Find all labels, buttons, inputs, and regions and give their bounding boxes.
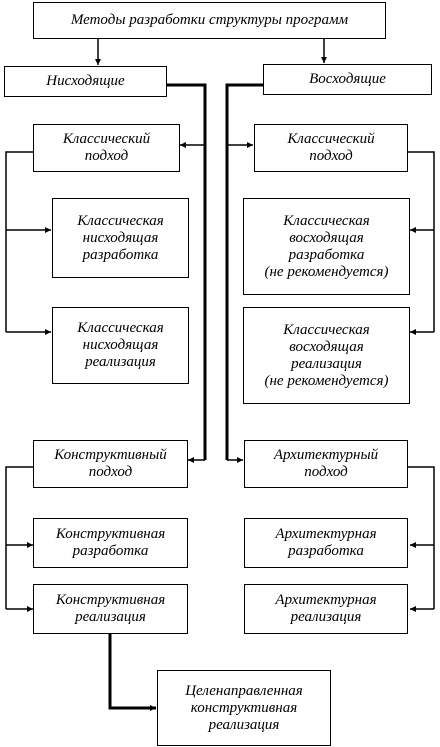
constructive-development-box: Конструктивная разработка — [33, 518, 188, 568]
left-classic-approach-box: Классический подход — [33, 124, 180, 172]
left-classic-implementation-box: Классическая нисходящая реализация — [52, 307, 189, 384]
constructive-approach-box: Конструктивный подход — [33, 440, 188, 488]
right-architectural-bracket — [408, 466, 435, 609]
top-down-box: Нисходящие — [4, 66, 167, 97]
left-classic-bracket — [5, 151, 33, 332]
right-classic-approach-box: Классический подход — [254, 124, 408, 172]
targeted-implementation-box: Целенаправленная конструктивная реализац… — [157, 670, 331, 746]
constructive-implementation-box: Конструктивная реализация — [33, 584, 188, 634]
right-classic-implementation-box: Классическая восходящая реализация (не р… — [243, 307, 410, 404]
architectural-approach-box: Архитектурный подход — [244, 440, 408, 488]
right-classic-development-box: Классическая восходящая разработка (не р… — [243, 198, 410, 295]
arrow-to-targeted-implementation — [108, 634, 156, 711]
right-classic-bracket — [408, 151, 435, 332]
top-down-trunk — [166, 83, 207, 460]
bottom-up-trunk — [225, 83, 263, 460]
bottom-up-box: Восходящие — [263, 64, 432, 95]
left-constructive-bracket — [5, 466, 33, 609]
left-classic-development-box: Классическая нисходящая разработка — [52, 198, 189, 278]
architectural-development-box: Архитектурная разработка — [244, 518, 408, 568]
title-box: Методы разработки структуры программ — [33, 2, 386, 39]
architectural-implementation-box: Архитектурная реализация — [244, 584, 408, 634]
